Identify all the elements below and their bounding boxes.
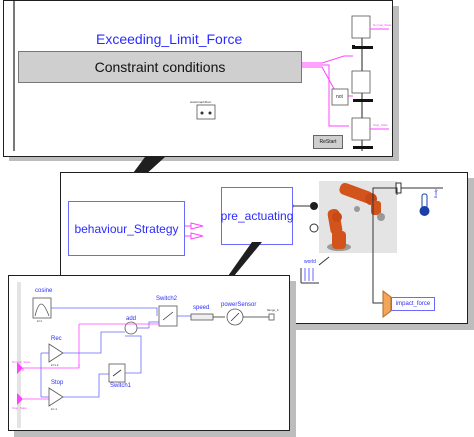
constraint-conditions-label: Constraint conditions	[94, 59, 226, 75]
world-label: world	[304, 259, 316, 265]
cosine-param-tag: k=1	[37, 319, 42, 323]
diagram-title: Exceeding_Limit_Force	[96, 31, 243, 47]
speed-label: speed	[193, 305, 210, 311]
thermometer-icon	[419, 193, 430, 216]
stop-label: Stop	[51, 380, 64, 386]
rec-gain-tag: k=1.2	[51, 363, 59, 367]
flange-b-tag: flange_b	[267, 308, 279, 312]
top-panel-canvas	[13, 1, 389, 151]
restart-label: ReStart	[319, 139, 337, 145]
world-frame-icon	[300, 268, 319, 284]
switch1-label: Switch1	[110, 383, 132, 389]
pre-actuating-block[interactable]: pre_actuating	[221, 187, 293, 245]
power-sensor-label: powerSensor	[221, 302, 257, 308]
top-panel: Exceeding_Limit_Force Constraint conditi…	[3, 0, 393, 157]
state-graph-root-label: stateGraphRoot	[190, 100, 212, 104]
switch2-label: Switch2	[156, 296, 178, 302]
restart-block[interactable]: ReStart	[313, 135, 343, 149]
bottom-panel-canvas	[17, 282, 275, 428]
impact-force-label: impact_force	[395, 301, 431, 307]
stop-state-input-tag: Stop_State	[12, 406, 27, 410]
normal-state-input-tag: Normal_State	[12, 360, 31, 364]
not-label: not	[336, 94, 343, 100]
rec-label: Rec	[51, 336, 62, 342]
bottom-panel: cosine Switch2 speed powerSensor flange_…	[8, 275, 290, 431]
constraint-conditions-block[interactable]: Constraint conditions	[18, 51, 302, 83]
pre-actuating-label: pre_actuating	[220, 209, 294, 223]
normal-state-tag: Normal_State	[373, 23, 392, 27]
stop-state-tag: Stop_State	[373, 123, 388, 127]
robot-arm-icon	[319, 181, 397, 253]
behaviour-strategy-block[interactable]: behaviour_Strategy	[68, 201, 185, 256]
cosine-label: cosine	[35, 288, 53, 294]
stop-gain-tag: k=-1	[51, 407, 57, 411]
middle-panel-canvas	[183, 181, 443, 318]
body-tag: Body	[433, 188, 439, 199]
behaviour-strategy-label: behaviour_Strategy	[74, 221, 179, 236]
add-label: add	[126, 316, 137, 322]
impact-force-label-box[interactable]: impact_force	[391, 297, 435, 311]
